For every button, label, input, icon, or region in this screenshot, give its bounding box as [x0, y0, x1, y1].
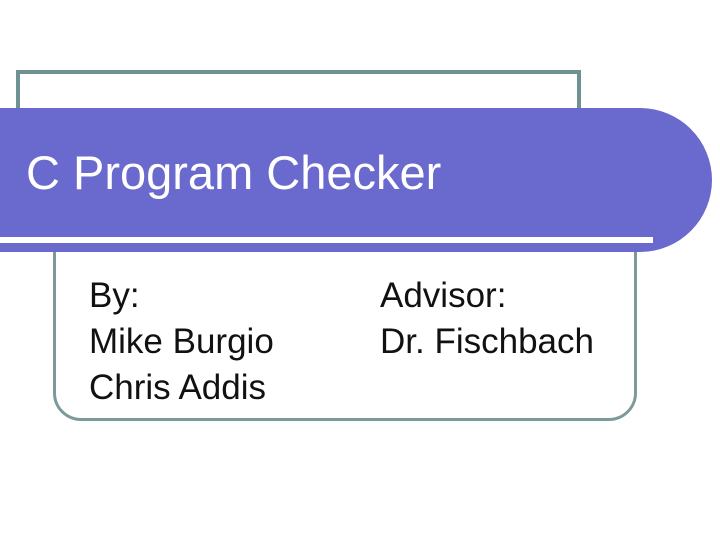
by-label: By:	[89, 276, 140, 315]
advisor-column: Advisor: Dr. Fischbach	[380, 273, 594, 365]
title-underline	[0, 237, 653, 243]
title-banner	[0, 108, 712, 252]
advisor-label: Advisor:	[380, 276, 507, 315]
byline-column: By: Mike Burgio Chris Addis	[89, 273, 274, 411]
advisor-name: Dr. Fischbach	[380, 322, 594, 361]
author-name-1: Mike Burgio	[89, 322, 274, 361]
author-name-2: Chris Addis	[89, 368, 267, 407]
slide-title: C Program Checker	[26, 146, 442, 199]
